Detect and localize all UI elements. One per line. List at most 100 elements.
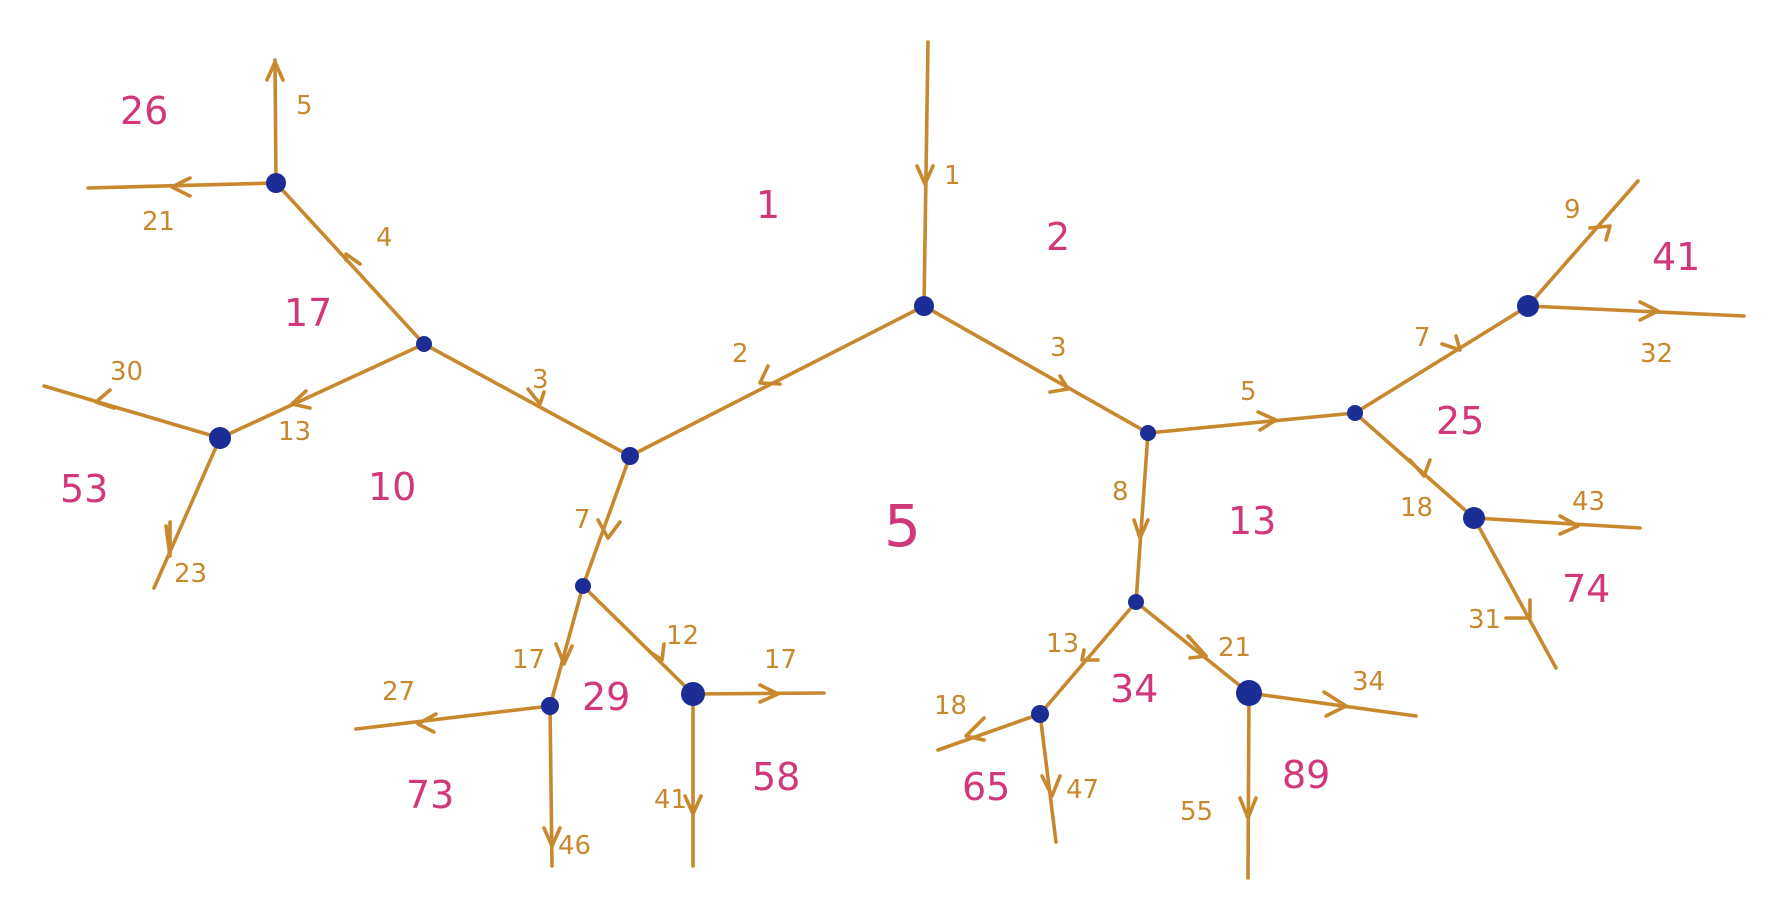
edge-far-left-lower	[152, 436, 222, 590]
arrow-to-left-junction	[758, 364, 782, 386]
edge-bottom-mid-right	[691, 691, 826, 696]
edge-left-down	[581, 454, 632, 588]
region-label-73: 73	[406, 773, 454, 817]
arrow-bottom-right-left	[964, 716, 986, 742]
arrow-bottom-far-right	[1322, 690, 1348, 718]
arrow-left-up-branch	[344, 252, 362, 266]
edge-label-top-left-left: 21	[142, 207, 175, 237]
edge-upper-right-right	[1526, 304, 1746, 318]
edge-lower-right-right	[1472, 516, 1642, 530]
edge-label-lower-right-down: 31	[1468, 605, 1501, 635]
vertex-right-lower	[1128, 594, 1144, 610]
arrow-top-left-up	[265, 60, 285, 82]
edge-label-far-left-lower: 23	[174, 559, 207, 589]
edge-left-lower-left	[548, 584, 585, 708]
arrow-bottom-left-left	[416, 712, 438, 734]
region-label-10: 10	[368, 465, 416, 509]
edge-label-top-left-up: 5	[296, 91, 313, 121]
region-label-17: 17	[284, 291, 332, 335]
edge-far-left-upper	[42, 384, 222, 440]
edge-label-lower-right-right: 43	[1572, 487, 1605, 517]
arrow-top	[915, 164, 935, 186]
edge-label-bottom-left-down: 46	[558, 831, 591, 861]
edge-label-left-down: 7	[574, 505, 591, 535]
edge-label-bottom-far-down: 55	[1180, 797, 1213, 827]
edge-to-left-junction	[628, 304, 926, 458]
arrow-lower-right-down	[1504, 598, 1532, 620]
arrow-to-right-junction	[1048, 374, 1070, 394]
edge-left-branch	[218, 342, 426, 440]
edge-label-bottom-mid-right: 17	[764, 645, 797, 675]
edge-bottom-far-down	[1246, 691, 1251, 880]
region-label-34: 34	[1110, 667, 1158, 711]
arrow-right-lower-right	[1186, 634, 1208, 660]
arrow-lower-right-branch	[1408, 458, 1432, 478]
edge-right-lower-right	[1134, 600, 1251, 695]
arrow-lower-right-right	[1558, 514, 1580, 536]
arrow-left-lower-right	[648, 642, 666, 662]
arrow-left-branch	[290, 389, 312, 410]
vertex-lower-right	[1463, 507, 1485, 529]
edge-label-right-right: 5	[1240, 377, 1257, 407]
edge-bottom-left-down	[548, 704, 554, 868]
vertex-bottom-far	[1236, 680, 1262, 706]
edge-label-top: 1	[944, 161, 961, 191]
arrow-far-left-lower	[164, 520, 172, 558]
arrow-bottom-right-down	[1040, 774, 1062, 798]
vertex-bottom-left	[541, 697, 559, 715]
edge-label-upper-right-branch: 7	[1414, 323, 1431, 353]
vertex-bottom-right	[1031, 705, 1049, 723]
edge-label-left-lower-left: 17	[512, 645, 545, 675]
edge-label-left-lower-right: 12	[666, 621, 699, 651]
arrowheads	[94, 60, 1660, 848]
region-label-58: 58	[752, 755, 800, 799]
edge-right-lower-left	[1038, 600, 1138, 716]
arrow-left-lower-left	[554, 642, 574, 666]
edge-bottom-right-down	[1038, 712, 1058, 844]
arrow-right-down	[1132, 518, 1150, 540]
edge-label-bottom-right-down: 47	[1066, 775, 1099, 805]
edge-label-left-upper: 3	[532, 365, 549, 395]
arrow-bottom-mid-down	[683, 794, 703, 816]
region-label-25: 25	[1436, 399, 1484, 443]
edge-label-bottom-left-left: 27	[382, 677, 415, 707]
vertex-right-junction	[1140, 425, 1156, 441]
vertex-bottom-mid	[681, 682, 705, 706]
region-label-2: 2	[1046, 215, 1070, 259]
region-label-13: 13	[1228, 499, 1276, 543]
edge-right-down	[1134, 431, 1150, 604]
edge-label-far-left-upper: 30	[110, 357, 143, 387]
edges	[42, 40, 1746, 880]
edge-top	[922, 40, 930, 308]
vertex-left-upper	[416, 336, 432, 352]
vertex-right-right	[1347, 405, 1363, 421]
edge-to-right-junction	[922, 304, 1150, 435]
region-label-74: 74	[1562, 567, 1610, 611]
edge-upper-right-up	[1526, 179, 1640, 308]
edge-label-right-lower-left: 13	[1046, 629, 1079, 659]
edge-left-up-branch	[274, 181, 426, 346]
vertex-far-left	[209, 427, 231, 449]
region-label-41: 41	[1652, 235, 1700, 279]
edge-bottom-right-left	[936, 712, 1042, 752]
vertex-left-lower	[575, 578, 591, 594]
edge-label-left-up-branch: 4	[376, 223, 393, 253]
arrow-top-left-left	[170, 176, 192, 198]
arrow-left-upper	[526, 387, 546, 406]
region-label-89: 89	[1282, 753, 1330, 797]
arrow-upper-right-up	[1588, 224, 1612, 242]
edge-label-upper-right-up: 9	[1564, 195, 1581, 225]
arrow-bottom-left-down	[542, 826, 562, 848]
edge-bottom-left-left	[354, 704, 552, 731]
vertex-root	[914, 296, 934, 316]
edge-left-upper	[422, 342, 632, 458]
edge-label-right-down: 8	[1112, 477, 1129, 507]
arrow-left-down	[596, 518, 622, 540]
vertices	[209, 173, 1539, 723]
vertex-top-left	[266, 173, 286, 193]
edge-label-bottom-far-right: 34	[1352, 667, 1385, 697]
edge-label-lower-right-branch: 18	[1400, 493, 1433, 523]
edge-label-left-branch: 13	[278, 417, 311, 447]
edge-label-bottom-right-left: 18	[934, 691, 967, 721]
